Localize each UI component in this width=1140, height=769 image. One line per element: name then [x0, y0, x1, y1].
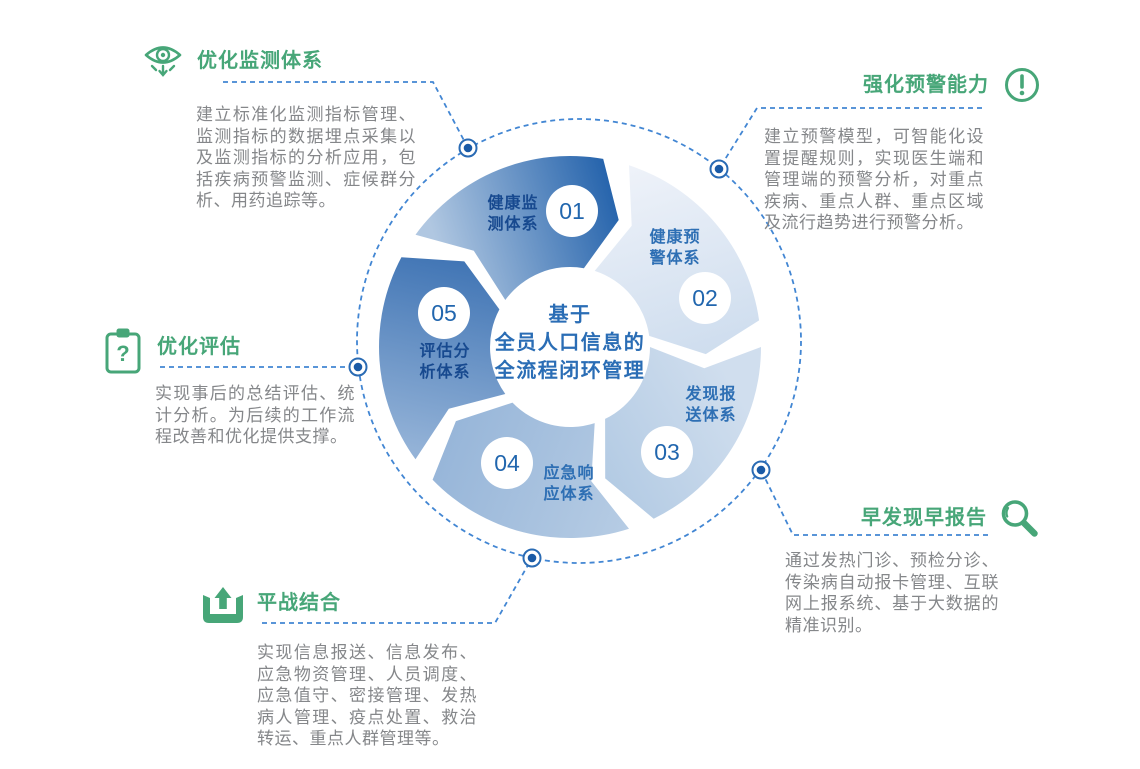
step-number: 03	[654, 439, 680, 465]
segment-label: 应急响	[543, 463, 594, 482]
callout-body-warning: 建立预警模型，可智能化设置提醒规则，实现医生端和管理端的预警分析，对重点疾病、重…	[764, 127, 984, 232]
callout-title-evaluate: 优化评估	[157, 336, 241, 358]
step-badge-circle	[679, 272, 731, 324]
segment-label: 评估分	[419, 341, 470, 360]
center-circle	[493, 270, 647, 424]
callout-body-peacewar: 实现信息报送、信息发布、应急物资管理、人员调度、应急值守、密接管理、发热病人管理…	[257, 643, 477, 748]
callout-title-report: 早发现早报告	[861, 507, 987, 529]
center-caption-line: 基于	[549, 303, 592, 326]
center-caption-line: 全流程闭环管理	[494, 358, 646, 382]
connector-dot	[751, 460, 771, 480]
connector-dot	[458, 138, 478, 158]
magnifier-icon	[1001, 500, 1038, 537]
callout-title-warning: 强化预警能力	[863, 74, 989, 96]
segment-label: 应体系	[543, 484, 594, 503]
segment-label: 健康预	[649, 227, 700, 246]
segment-label: 健康监	[487, 193, 538, 212]
clipboard-question-icon: ?	[105, 328, 141, 374]
callout-title-monitor: 优化监测体系	[197, 50, 323, 72]
eye-icon	[144, 46, 182, 77]
connector-line-report	[760, 469, 988, 536]
callout-title-peacewar: 平战结合	[257, 592, 341, 614]
step-badge-circle	[546, 185, 598, 237]
connector-line-warning	[718, 107, 982, 170]
step-badge-circle	[641, 426, 693, 478]
dashed-orbit-circle	[356, 118, 802, 564]
step-badges: 01 02 03 04 05	[418, 185, 731, 489]
callout-body-evaluate: 实现事后的总结评估、统计分析。为后续的工作流程改善和优化提供支撑。	[155, 384, 355, 446]
connector-dot	[522, 548, 542, 568]
step-number: 04	[494, 450, 520, 476]
clipboard-question-mark: ?	[116, 341, 129, 366]
step-number: 05	[431, 300, 457, 326]
step-badge-circle	[418, 287, 470, 339]
connector-dots	[348, 138, 771, 568]
segment-label: 送体系	[684, 405, 736, 424]
center-caption-line: 全员人口信息的	[494, 330, 646, 354]
step-badge-circle	[481, 437, 533, 489]
connector-dot	[709, 159, 729, 179]
step-number: 02	[692, 285, 718, 311]
segment-label: 发现报	[684, 384, 736, 403]
connector-dot	[348, 357, 368, 377]
inbox-up-icon	[203, 587, 243, 623]
segment-label: 析体系	[419, 362, 470, 381]
segment-labels: 健康监 测体系 健康预 警体系 发现报 送体系 应急响 应体系 评估分 析体系	[419, 193, 736, 503]
step-number: 01	[559, 198, 585, 224]
alert-circle-icon	[1005, 68, 1039, 102]
callout-body-monitor: 建立标准化监测指标管理、监测指标的数据埋点采集以及监测指标的分析应用，包括疾病预…	[196, 105, 416, 210]
connector-line-monitor	[223, 81, 469, 149]
segment-label: 警体系	[648, 248, 700, 267]
arrow-segment-05	[379, 257, 506, 460]
callout-body-report: 通过发热门诊、预检分诊、传染病自动报卡管理、互联网上报系统、基于大数据的精准识别…	[785, 551, 999, 635]
connector-line-peacewar	[262, 557, 533, 624]
connector-lines	[160, 81, 988, 624]
segment-label: 测体系	[487, 214, 538, 233]
